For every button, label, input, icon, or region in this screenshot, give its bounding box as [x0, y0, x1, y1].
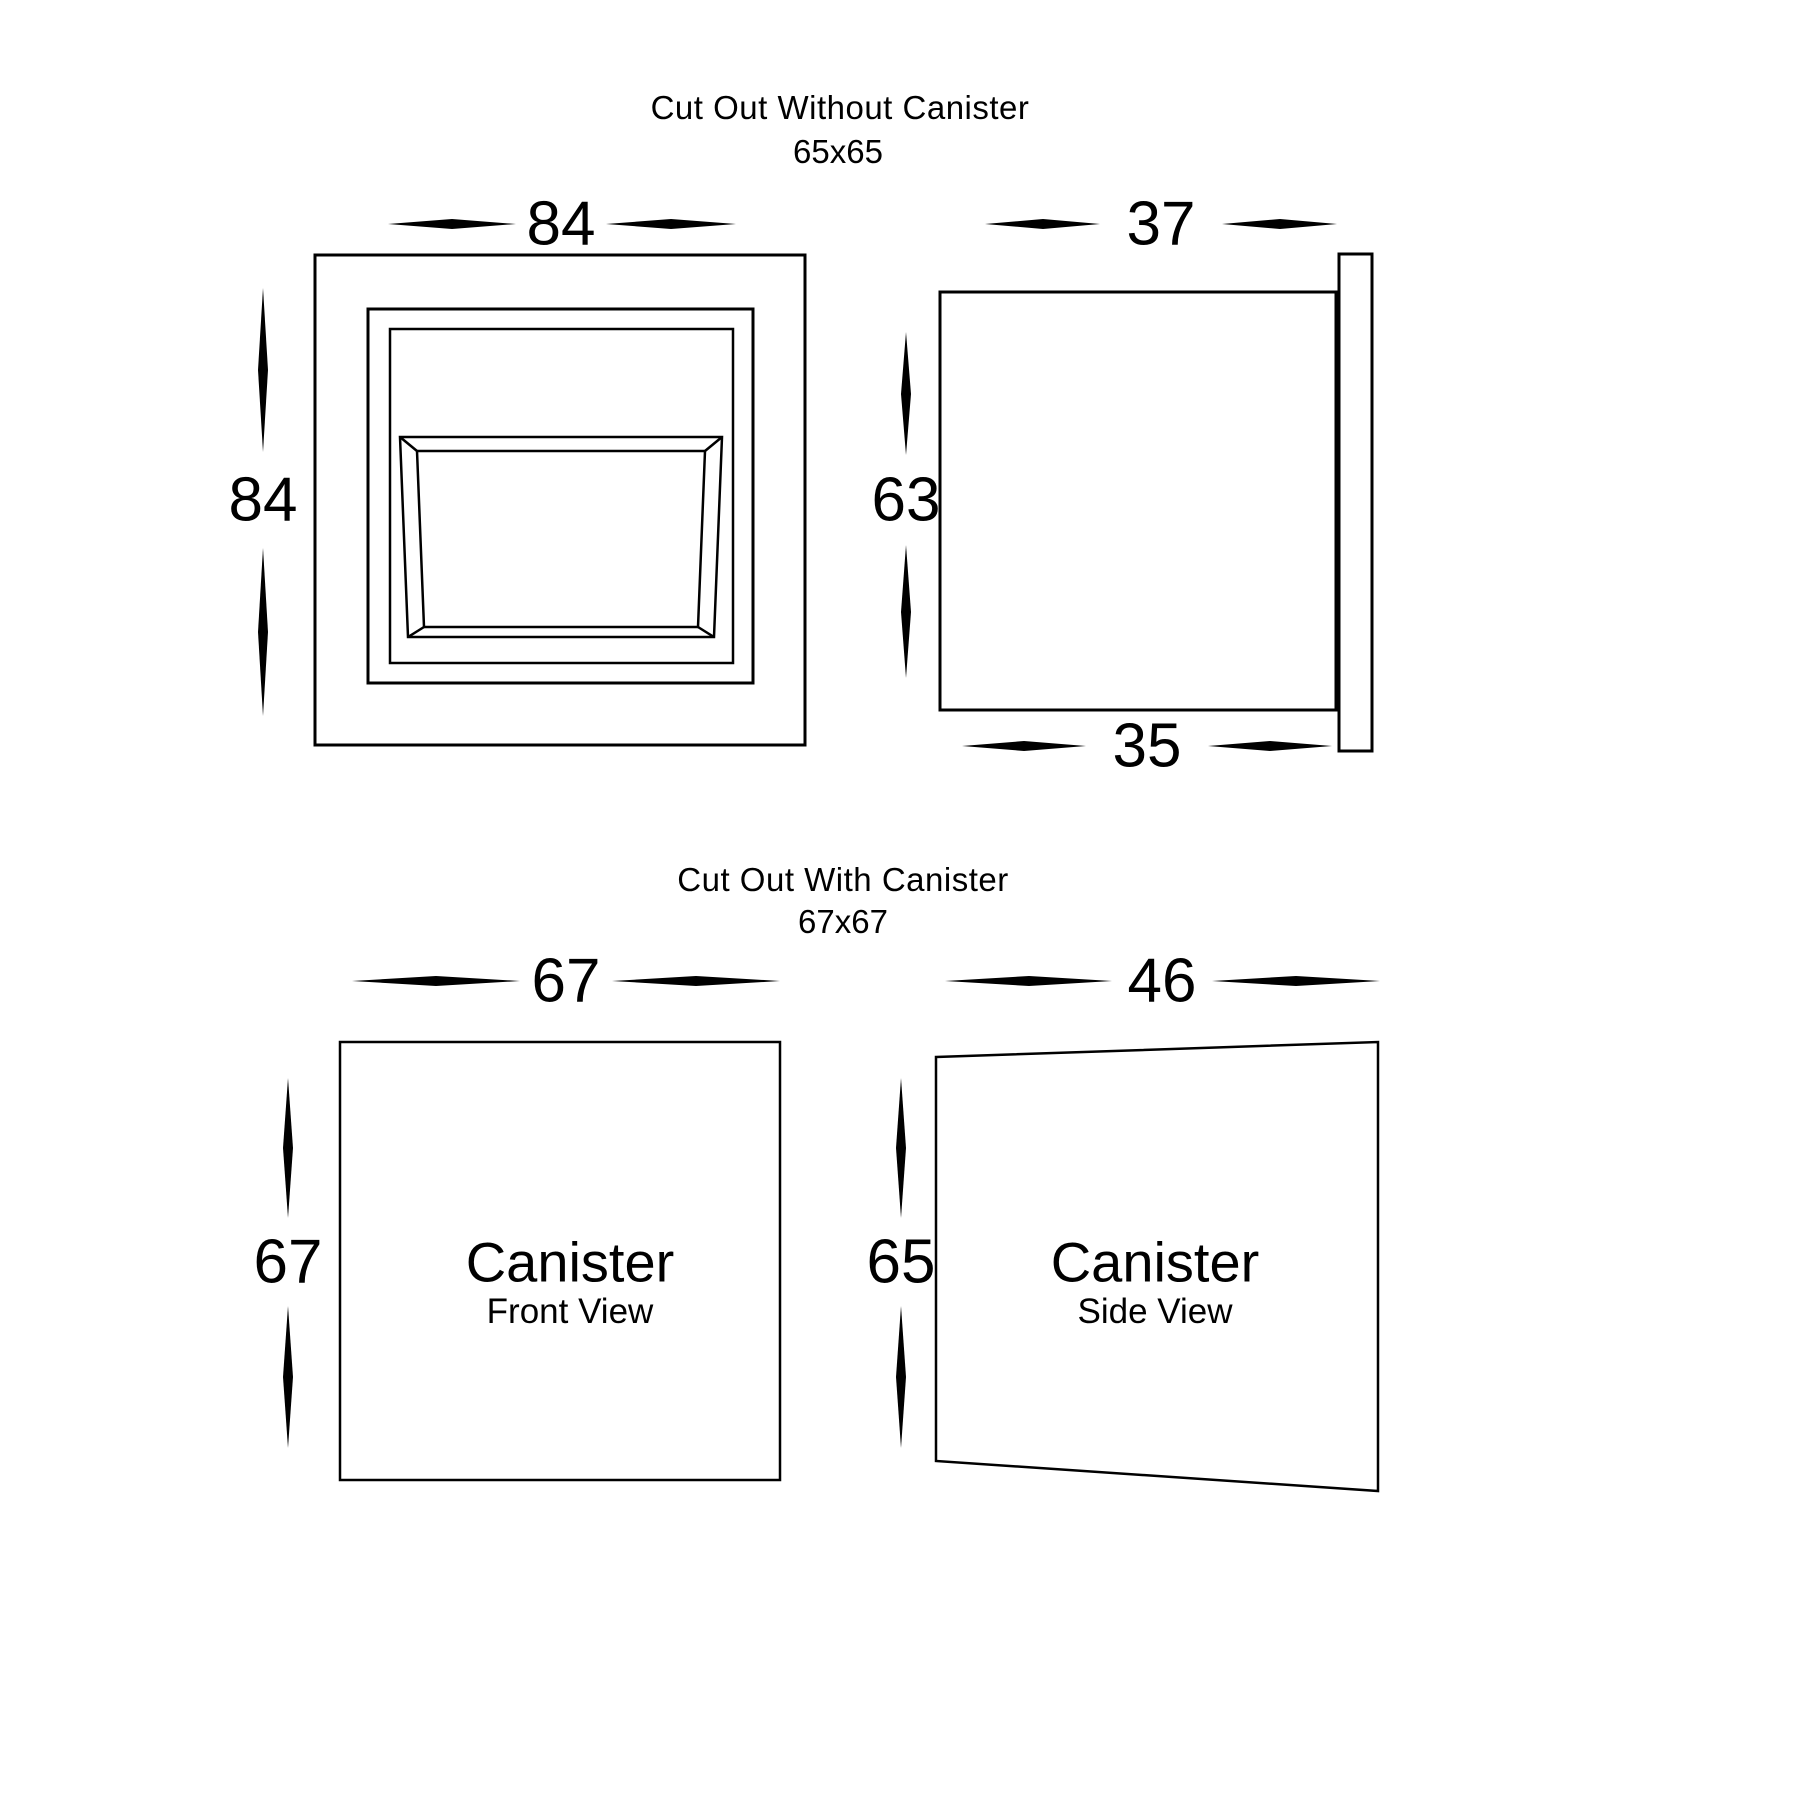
top-section-subtitle: 65x65 — [793, 133, 883, 170]
fixture-mid-square — [366, 307, 755, 685]
dim-stroke — [283, 1078, 293, 1218]
wedge-corner-line — [407, 625, 425, 639]
dim-stroke — [258, 288, 268, 452]
dim-stroke — [283, 1306, 293, 1448]
canister-front-label: Canister — [465, 1230, 675, 1294]
wedge-corner-line — [399, 436, 418, 452]
fixture-side-body — [938, 290, 1338, 712]
canister-side-shape — [934, 1040, 1380, 1493]
dim-stroke — [962, 741, 1086, 751]
dimension-strokes — [258, 219, 1380, 1448]
bottom-section-subtitle: 67x67 — [798, 903, 888, 940]
dim-stroke — [1212, 976, 1380, 986]
dim-stroke — [612, 976, 780, 986]
wedge-corner-line — [697, 625, 715, 639]
dim-stroke — [1208, 741, 1332, 751]
canister-front-height-dim: 67 — [253, 1227, 323, 1297]
fixture-outer-square — [313, 253, 807, 747]
dim-stroke — [352, 976, 520, 986]
dim-stroke — [945, 976, 1112, 986]
canister-front-view-drawing — [338, 1040, 782, 1482]
dim-stroke — [388, 219, 516, 229]
bottom-section-title: Cut Out With Canister — [677, 861, 1009, 898]
dim-stroke — [606, 219, 736, 229]
fixture-side-height-dim: 63 — [871, 465, 941, 535]
canister-side-width-dim: 46 — [1127, 946, 1197, 1016]
fixture-side-flange — [1337, 252, 1374, 753]
dim-stroke — [258, 548, 268, 716]
fixture-front-view-drawing — [313, 253, 807, 747]
dim-stroke — [1222, 219, 1337, 229]
fixture-front-height-dim: 84 — [228, 465, 298, 535]
dim-stroke — [896, 1078, 906, 1218]
wedge-corner-line — [704, 436, 723, 452]
dim-stroke — [985, 219, 1100, 229]
fixture-inner-square — [388, 327, 735, 665]
fixture-wedge-opening — [398, 435, 724, 639]
top-section-title: Cut Out Without Canister — [650, 89, 1030, 126]
canister-front-width-dim: 67 — [531, 946, 601, 1016]
fixture-side-width-dim: 37 — [1126, 189, 1196, 259]
dim-stroke — [901, 545, 911, 678]
canister-side-view-drawing — [934, 1040, 1380, 1493]
canister-side-label: Canister — [1050, 1230, 1260, 1294]
fixture-front-width-dim: 84 — [526, 189, 596, 259]
dim-stroke — [901, 332, 911, 455]
fixture-side-view-drawing — [938, 252, 1374, 753]
canister-side-height-dim: 65 — [866, 1227, 936, 1297]
fixture-wedge-face — [415, 449, 707, 629]
dim-stroke — [896, 1306, 906, 1448]
canister-front-square — [338, 1040, 782, 1482]
fixture-side-bottom-dim: 35 — [1112, 711, 1182, 781]
canister-side-sublabel: Side View — [1077, 1292, 1233, 1331]
canister-front-sublabel: Front View — [486, 1292, 654, 1331]
